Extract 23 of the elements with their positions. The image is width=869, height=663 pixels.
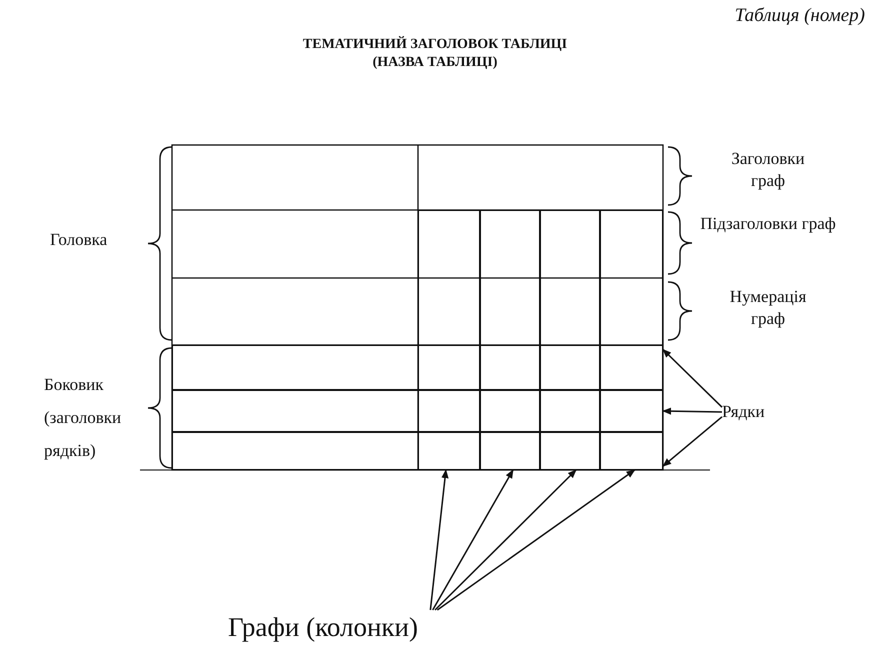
arrow <box>662 348 723 408</box>
part-label: Нумерація граф <box>728 286 808 330</box>
callout-label: Рядки <box>722 400 792 424</box>
part-label: Головка <box>50 229 108 251</box>
arrow <box>432 469 514 610</box>
arrow <box>662 408 722 415</box>
table-column <box>600 210 663 470</box>
arrow <box>436 469 636 611</box>
table-column <box>418 210 480 470</box>
part-label: Підзаголовки граф <box>699 213 837 235</box>
table-column <box>480 210 540 470</box>
table-row <box>172 390 663 432</box>
arrow <box>434 469 577 611</box>
table-number-label: Таблиця (номер) <box>734 5 865 27</box>
part-label: Заголовки граф <box>730 148 806 192</box>
table-row <box>172 432 663 470</box>
table-title: ТЕМАТИЧНИЙ ЗАГОЛОВОК ТАБЛИЦІ (НАЗВА ТАБЛИЦІ) <box>302 36 568 72</box>
callout-label: Графи (колонки) <box>228 610 458 644</box>
arrow <box>662 416 722 467</box>
arrow <box>430 469 449 610</box>
part-label: Боковик (заголовки рядків) <box>44 374 122 462</box>
table-column <box>540 210 600 470</box>
table-row <box>172 345 663 390</box>
